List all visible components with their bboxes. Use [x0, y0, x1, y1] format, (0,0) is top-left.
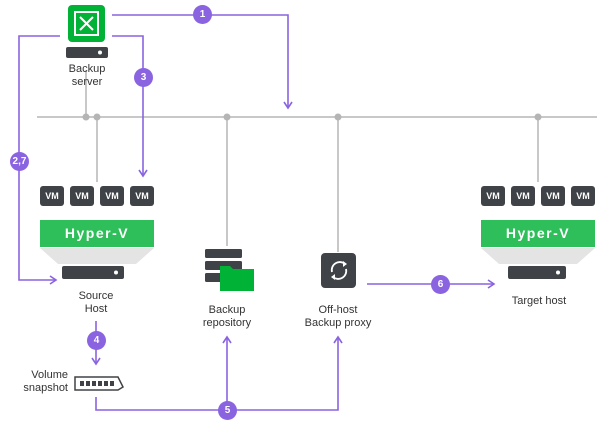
hyperv-source-bar: Hyper-V	[40, 220, 154, 247]
step-badge-3: 3	[134, 68, 153, 87]
step-badge-6: 6	[431, 275, 450, 294]
veeam-logo-icon	[68, 5, 105, 42]
source-host-base	[40, 248, 154, 264]
backup-repository-label: Backup repository	[202, 304, 252, 329]
volume-snapshot-label: Volume snapshot	[23, 369, 68, 394]
source-host-icon	[62, 266, 124, 279]
backup-repository-icon	[205, 249, 254, 291]
vm-tile: VM	[571, 186, 595, 206]
vm-tile: VM	[511, 186, 535, 206]
step-badge-1: 1	[193, 5, 212, 24]
vm-tile: VM	[481, 186, 505, 206]
target-host-label: Target host	[511, 295, 567, 307]
flow-step-1	[112, 14, 293, 110]
vm-tile: VM	[40, 186, 64, 206]
source-host-label: Source Host	[78, 290, 114, 315]
hyperv-target-bar: Hyper-V	[481, 220, 595, 247]
backup-server-icon	[66, 47, 108, 58]
offhost-proxy-label: Off-host Backup proxy	[304, 304, 372, 329]
backup-proxy-icon	[321, 253, 356, 288]
vm-tile: VM	[130, 186, 154, 206]
flow-step-3	[112, 35, 148, 178]
backup-server-label: Backup server	[68, 63, 106, 88]
step-badge-5: 5	[218, 401, 237, 420]
network-nodes	[82, 113, 542, 121]
target-host-base	[481, 248, 595, 264]
target-host-icon	[508, 266, 566, 279]
vm-tile: VM	[541, 186, 565, 206]
vm-tile: VM	[70, 186, 94, 206]
volume-snapshot-icon	[74, 376, 124, 391]
step-badge-4: 4	[87, 331, 106, 350]
flow-step-5	[95, 335, 343, 411]
network-drops	[85, 70, 539, 252]
vm-tile: VM	[100, 186, 124, 206]
step-badge-27: 2,7	[10, 152, 29, 171]
